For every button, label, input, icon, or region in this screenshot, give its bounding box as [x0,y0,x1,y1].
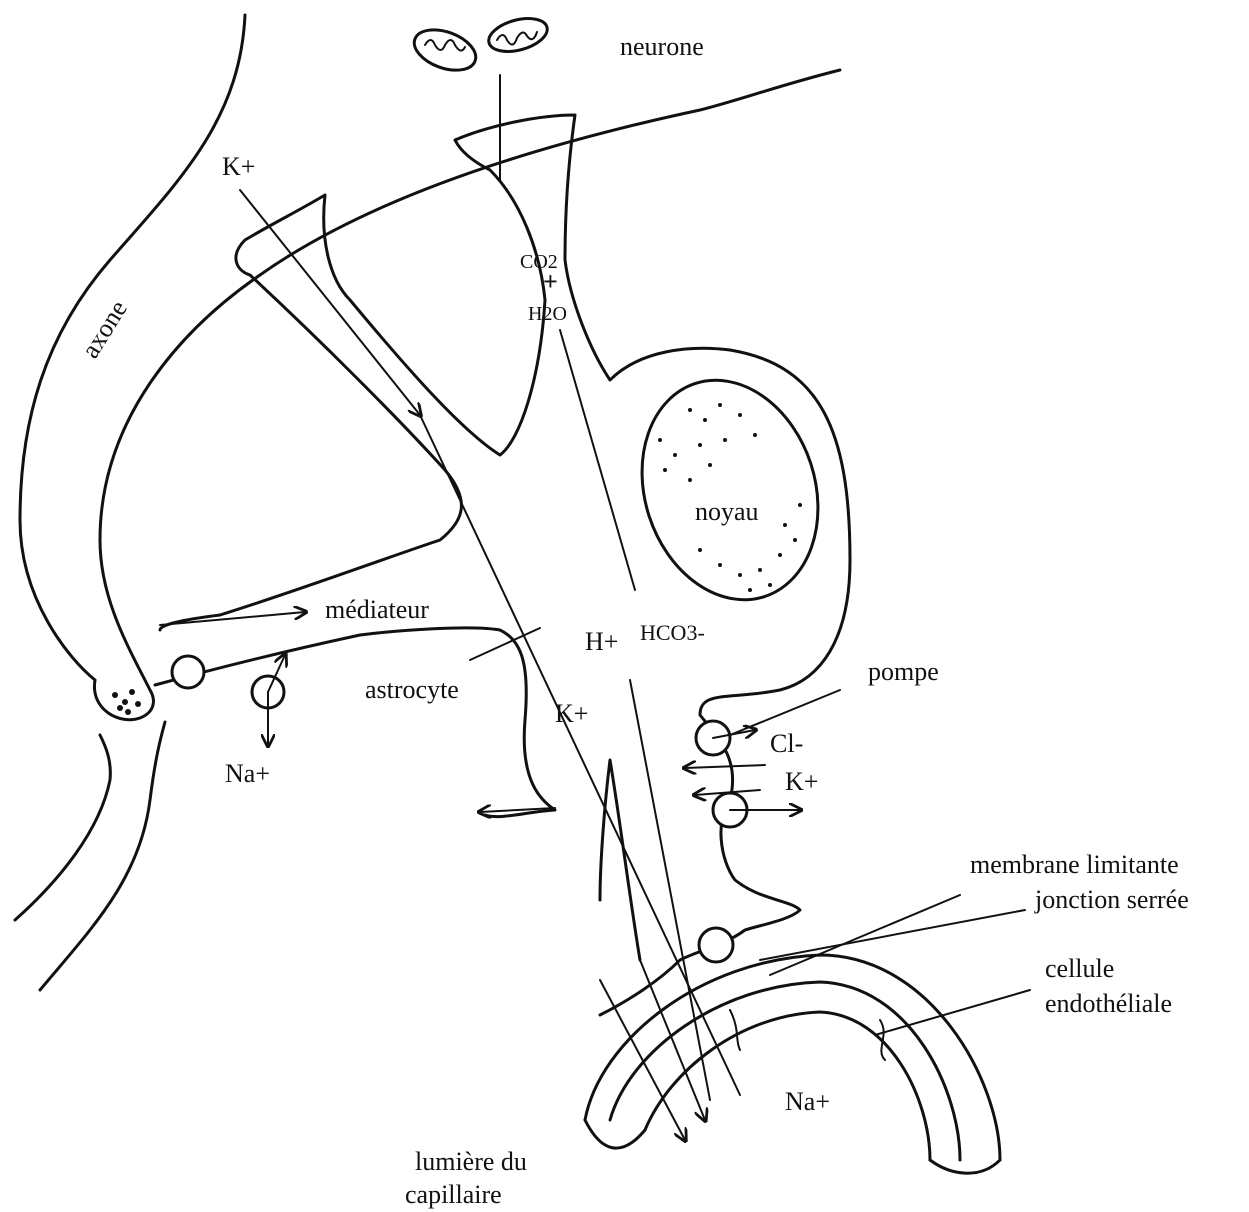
label-lumiere-du: lumière du [415,1147,527,1176]
synaptic-vesicles [112,689,141,715]
label-na-bottom: Na+ [785,1087,830,1116]
label-mediateur: médiateur [325,595,429,624]
label-capillaire: capillaire [405,1180,502,1209]
label-hco3: HCO3- [640,620,705,645]
label-pompe: pompe [868,657,939,686]
label-membrane-limitante: membrane limitante [970,850,1179,879]
axon [20,15,840,720]
label-k-right: K+ [785,767,818,796]
label-astrocyte: astrocyte [365,675,459,704]
label-k-top: K+ [222,152,255,181]
label-h-plus: H+ [585,627,618,656]
label-k-mid: K+ [555,699,588,728]
nucleus [615,357,846,623]
label-endotheliale: endothéliale [1045,989,1172,1018]
label-na-left: Na+ [225,759,270,788]
label-cl: Cl- [770,729,803,758]
label-axone: axone [75,295,132,363]
transporters [172,656,747,962]
label-jonction-serree: jonction serrée [1034,885,1189,914]
label-noyau: noyau [695,497,759,526]
mitochondria [409,13,551,78]
label-neurone: neurone [620,32,704,61]
label-cellule: cellule [1045,954,1114,983]
label-plus: + [543,267,558,296]
postsynaptic-neuron [15,722,165,990]
labels: neurone axone K+ CO2 + H2O noyau médiate… [75,32,1188,1209]
label-h2o: H2O [528,303,567,325]
